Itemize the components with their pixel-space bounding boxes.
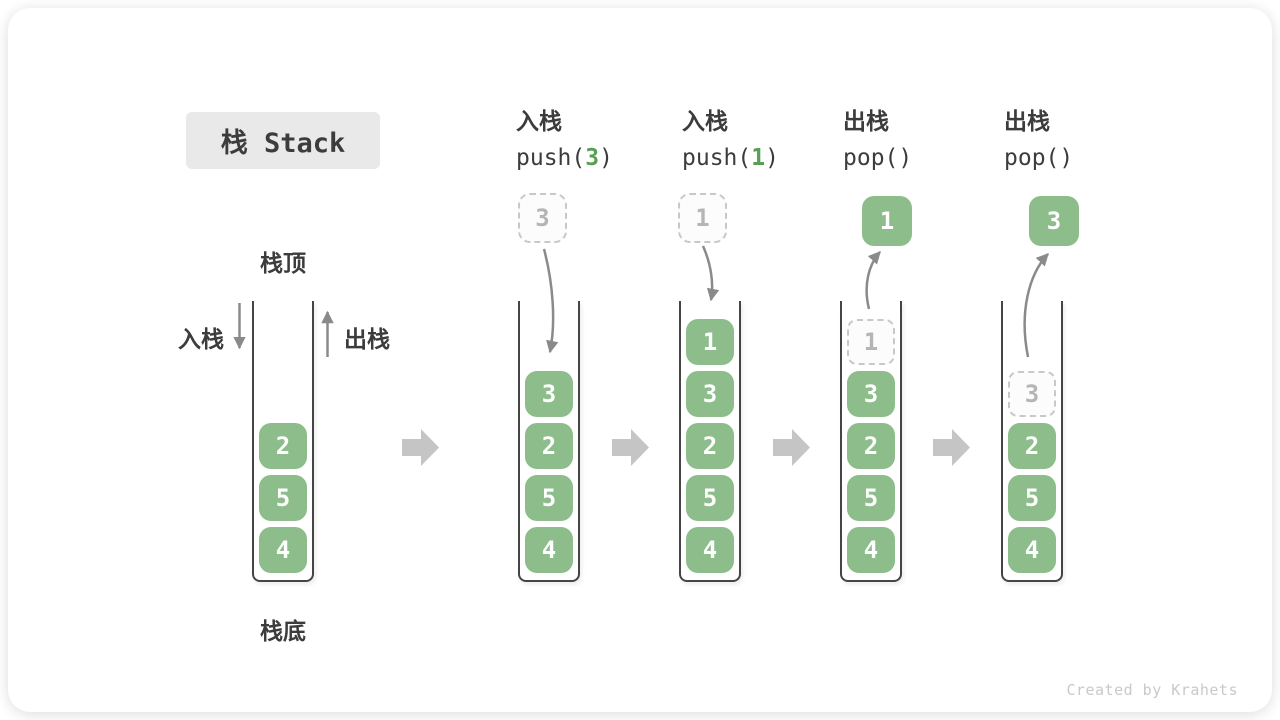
stack-block: 2 <box>1008 423 1056 469</box>
stack-block-ghost: 3 <box>1008 371 1056 417</box>
operation-arg: 3 <box>585 145 600 171</box>
operation-code: push(1) <box>682 145 779 171</box>
operation-code: pop() <box>843 145 913 171</box>
operation-label-push-1: 入栈 push(1) <box>682 102 779 171</box>
operation-name: 出栈 <box>843 108 889 134</box>
stack-block: 2 <box>525 423 573 469</box>
stack-block: 1 <box>686 319 734 365</box>
stack-block: 4 <box>525 527 573 573</box>
stack-block: 3 <box>525 371 573 417</box>
operation-code: pop() <box>1004 145 1074 171</box>
operation-name: 入栈 <box>516 108 562 134</box>
stack-block: 3 <box>686 371 734 417</box>
stack-block: 4 <box>1008 527 1056 573</box>
stack-block: 4 <box>847 527 895 573</box>
operation-name: 入栈 <box>682 108 728 134</box>
stack-bottom-label: 栈底 <box>260 618 306 644</box>
stack-top-label: 栈顶 <box>260 250 306 276</box>
stack-block: 2 <box>686 423 734 469</box>
push-direction-label: 入栈 <box>178 326 224 352</box>
stack-block: 2 <box>259 423 307 469</box>
stack-block: 2 <box>847 423 895 469</box>
operation-label-push-3: 入栈 push(3) <box>516 102 613 171</box>
stack-block-ghost: 1 <box>847 319 895 365</box>
operation-name: 出栈 <box>1004 108 1050 134</box>
operation-arg: 1 <box>751 145 766 171</box>
operation-code: push(3) <box>516 145 613 171</box>
stack-block: 5 <box>259 475 307 521</box>
stack-block: 3 <box>847 371 895 417</box>
operation-label-pop-2: 出栈 pop() <box>1004 102 1073 171</box>
stack-block: 5 <box>686 475 734 521</box>
stack-block: 5 <box>1008 475 1056 521</box>
stack-block: 4 <box>686 527 734 573</box>
title-badge: 栈 Stack <box>186 112 380 169</box>
stack-block: 5 <box>847 475 895 521</box>
operation-label-pop-1: 出栈 pop() <box>843 102 912 171</box>
pop-direction-label: 出栈 <box>344 326 390 352</box>
stack-block: 5 <box>525 475 573 521</box>
stack-block: 4 <box>259 527 307 573</box>
credit-text: Created by Krahets <box>1066 681 1238 699</box>
incoming-block: 1 <box>678 193 727 243</box>
outgoing-block: 3 <box>1029 196 1079 246</box>
incoming-block: 3 <box>518 193 567 243</box>
outgoing-block: 1 <box>862 196 912 246</box>
